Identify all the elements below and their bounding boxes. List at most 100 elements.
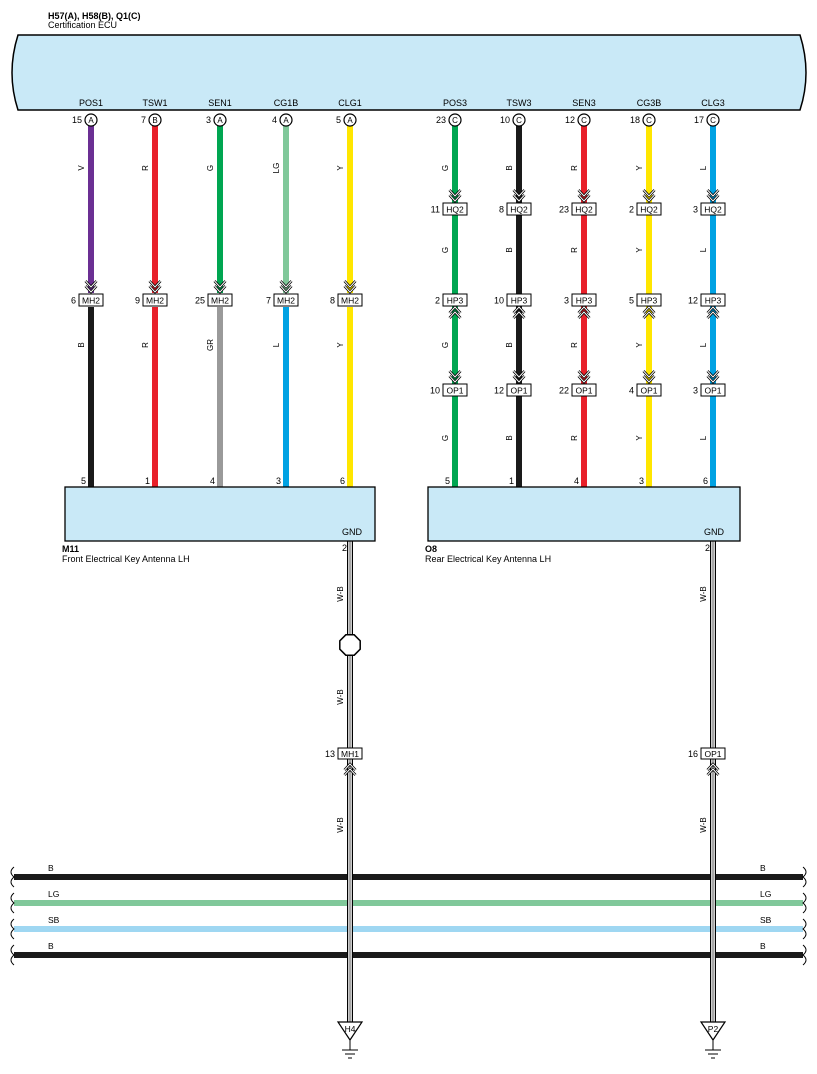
- certification-ecu-box: [11, 34, 807, 111]
- left-circuit-1-mh2-arrow: [148, 280, 162, 294]
- left-circuit-3-device-pin-number: 3: [276, 476, 281, 486]
- ecu-name: Certification ECU: [48, 20, 117, 30]
- right-circuit-4-hq2-arrow-highlight: [707, 189, 719, 197]
- op1-ground-pin: 16: [688, 749, 698, 759]
- right-circuit-4-color-0: L: [699, 165, 708, 170]
- left-circuit-1-mh2-arrow-highlight: [149, 285, 161, 293]
- left-circuit-0-connector-circle: [84, 113, 98, 127]
- left-circuit-0-connector-letter: A: [88, 116, 94, 125]
- left-circuit-1-color-lower: R: [141, 342, 150, 348]
- right-circuit-1-hp3-arrow: [512, 305, 526, 319]
- right-circuit-2-color-2: R: [570, 342, 579, 348]
- bus-wire-1-break-right: [802, 892, 807, 914]
- right-circuit-4-op1-arrow: [706, 370, 720, 384]
- right-circuit-3-op1-pin: 4: [629, 385, 634, 395]
- right-circuit-2-color-3: R: [570, 435, 579, 441]
- right-circuit-4-hq2-label: HQ2: [704, 204, 722, 214]
- left-circuit-3-pin-name: CG1B: [274, 98, 299, 108]
- bus-wire-2-label-right: SB: [760, 915, 772, 925]
- right-circuit-0-color-3: G: [441, 435, 450, 441]
- left-circuit-4-connector-circle: [343, 113, 357, 127]
- left-circuit-4-ecu-pin-number: 5: [336, 115, 341, 125]
- left-circuit-2-mh2-label: MH2: [211, 295, 229, 305]
- left-circuit-4-mh2-arrow: [343, 280, 357, 294]
- right-circuit-4-connector-circle: [706, 113, 720, 127]
- front-gnd-wire-color-3: W-B: [336, 817, 345, 832]
- right-circuit-4-op1-pin: 3: [693, 385, 698, 395]
- right-circuit-1-connector-letter: C: [516, 116, 522, 125]
- right-circuit-0-hp3-arrow: [448, 305, 462, 319]
- right-circuit-4-color-3: L: [699, 435, 708, 440]
- left-circuit-2-connector-circle: [213, 113, 227, 127]
- left-circuit-0-mh2-arrow: [84, 280, 98, 294]
- mh1-connector: [337, 747, 363, 760]
- right-circuit-1-op1: [506, 383, 532, 397]
- bus-wire-3-break-left: [10, 944, 15, 966]
- right-circuit-2-op1-label: OP1: [575, 385, 592, 395]
- right-circuit-4-hp3-arrow: [706, 305, 720, 319]
- right-circuit-1-hq2-label: HQ2: [510, 204, 528, 214]
- left-circuit-2-ecu-pin-number: 3: [206, 115, 211, 125]
- right-circuit-1-op1-arrow-highlight: [513, 370, 525, 378]
- left-circuit-2-connector-letter: A: [217, 116, 223, 125]
- left-circuit-1-connector-letter: B: [152, 116, 157, 125]
- right-circuit-4-hq2: [700, 202, 726, 216]
- right-circuit-3-op1-label: OP1: [640, 385, 657, 395]
- right-circuit-3-ecu-pin-number: 18: [630, 115, 640, 125]
- left-circuit-4-device-pin-number: 6: [340, 476, 345, 486]
- right-circuit-1-color-0: B: [505, 165, 514, 170]
- right-circuit-0-hq2-arrow: [448, 189, 462, 203]
- left-circuit-2-pin-name: SEN1: [208, 98, 232, 108]
- right-circuit-1-color-3: B: [505, 435, 514, 440]
- left-circuit-1-ecu-pin-number: 7: [141, 115, 146, 125]
- front-antenna-box: [64, 486, 376, 542]
- right-circuit-2-color-0: R: [570, 165, 579, 171]
- right-circuit-1-hq2-arrow-highlight: [513, 194, 525, 202]
- rear-gnd-wire-color-2: W-B: [699, 817, 708, 832]
- left-circuit-1-mh2-pin: 9: [135, 295, 140, 305]
- front-device-name: Front Electrical Key Antenna LH: [62, 554, 190, 564]
- right-circuit-4-connector-letter: C: [710, 116, 716, 125]
- right-circuit-1-connector-circle: [512, 113, 526, 127]
- left-circuit-2-mh2-arrow-highlight: [214, 280, 226, 288]
- bus-wire-3-label-right: B: [760, 941, 766, 951]
- right-circuit-2-device-pin-number: 4: [574, 476, 579, 486]
- right-circuit-3-op1-arrow: [642, 370, 656, 384]
- left-circuit-3-color-lower: L: [272, 342, 281, 347]
- left-circuit-4-mh2-label: MH2: [341, 295, 359, 305]
- right-circuit-3-hp3-label: HP3: [641, 295, 658, 305]
- right-circuit-1-color-1: B: [505, 247, 514, 252]
- right-circuit-0-op1-arrow-highlight: [449, 375, 461, 383]
- right-circuit-4-color-1: L: [699, 247, 708, 252]
- right-circuit-3-color-3: Y: [635, 435, 644, 441]
- op1-ground-arrow-highlight: [707, 763, 719, 771]
- right-circuit-2-hp3-label: HP3: [576, 295, 593, 305]
- right-circuit-0-op1-pin: 10: [430, 385, 440, 395]
- left-circuit-2-mh2-arrow-highlight: [214, 285, 226, 293]
- right-circuit-0-hq2-label: HQ2: [446, 204, 464, 214]
- bus-wire-3-break-right: [802, 944, 807, 966]
- rear-device-code: O8: [425, 544, 437, 554]
- right-circuit-2-hq2-arrow-highlight: [578, 194, 590, 202]
- bus-wire-2-label-left: SB: [48, 915, 60, 925]
- right-circuit-4-hq2-arrow-highlight: [707, 194, 719, 202]
- right-circuit-2-hp3-arrow: [577, 305, 591, 319]
- right-circuit-1-op1-pin: 12: [494, 385, 504, 395]
- right-circuit-3-hp3: [636, 293, 662, 307]
- bus-wire-3-label-left: B: [48, 941, 54, 951]
- right-circuit-4-device-pin-number: 6: [703, 476, 708, 486]
- right-circuit-4-op1: [700, 383, 726, 397]
- right-circuit-0-hp3: [442, 293, 468, 307]
- right-circuit-0-color-0: G: [441, 165, 450, 171]
- left-circuit-4-color-lower: Y: [336, 342, 345, 348]
- right-circuit-0-hp3-arrow-highlight: [449, 311, 461, 319]
- rear-device-name: Rear Electrical Key Antenna LH: [425, 554, 551, 564]
- right-circuit-1-color-2: B: [505, 342, 514, 347]
- right-circuit-0-color-2: G: [441, 342, 450, 348]
- connectors-layer: POS1A15VBMH265BTSW1B7RRMH291TRG+SEN1A3GG…: [71, 98, 727, 1059]
- op1-ground-arrow: [706, 762, 720, 776]
- bus-wire-0-label-left: B: [48, 863, 54, 873]
- left-circuit-1-color-upper: R: [141, 165, 150, 171]
- left-circuit-0-device-pin-number: 5: [81, 476, 86, 486]
